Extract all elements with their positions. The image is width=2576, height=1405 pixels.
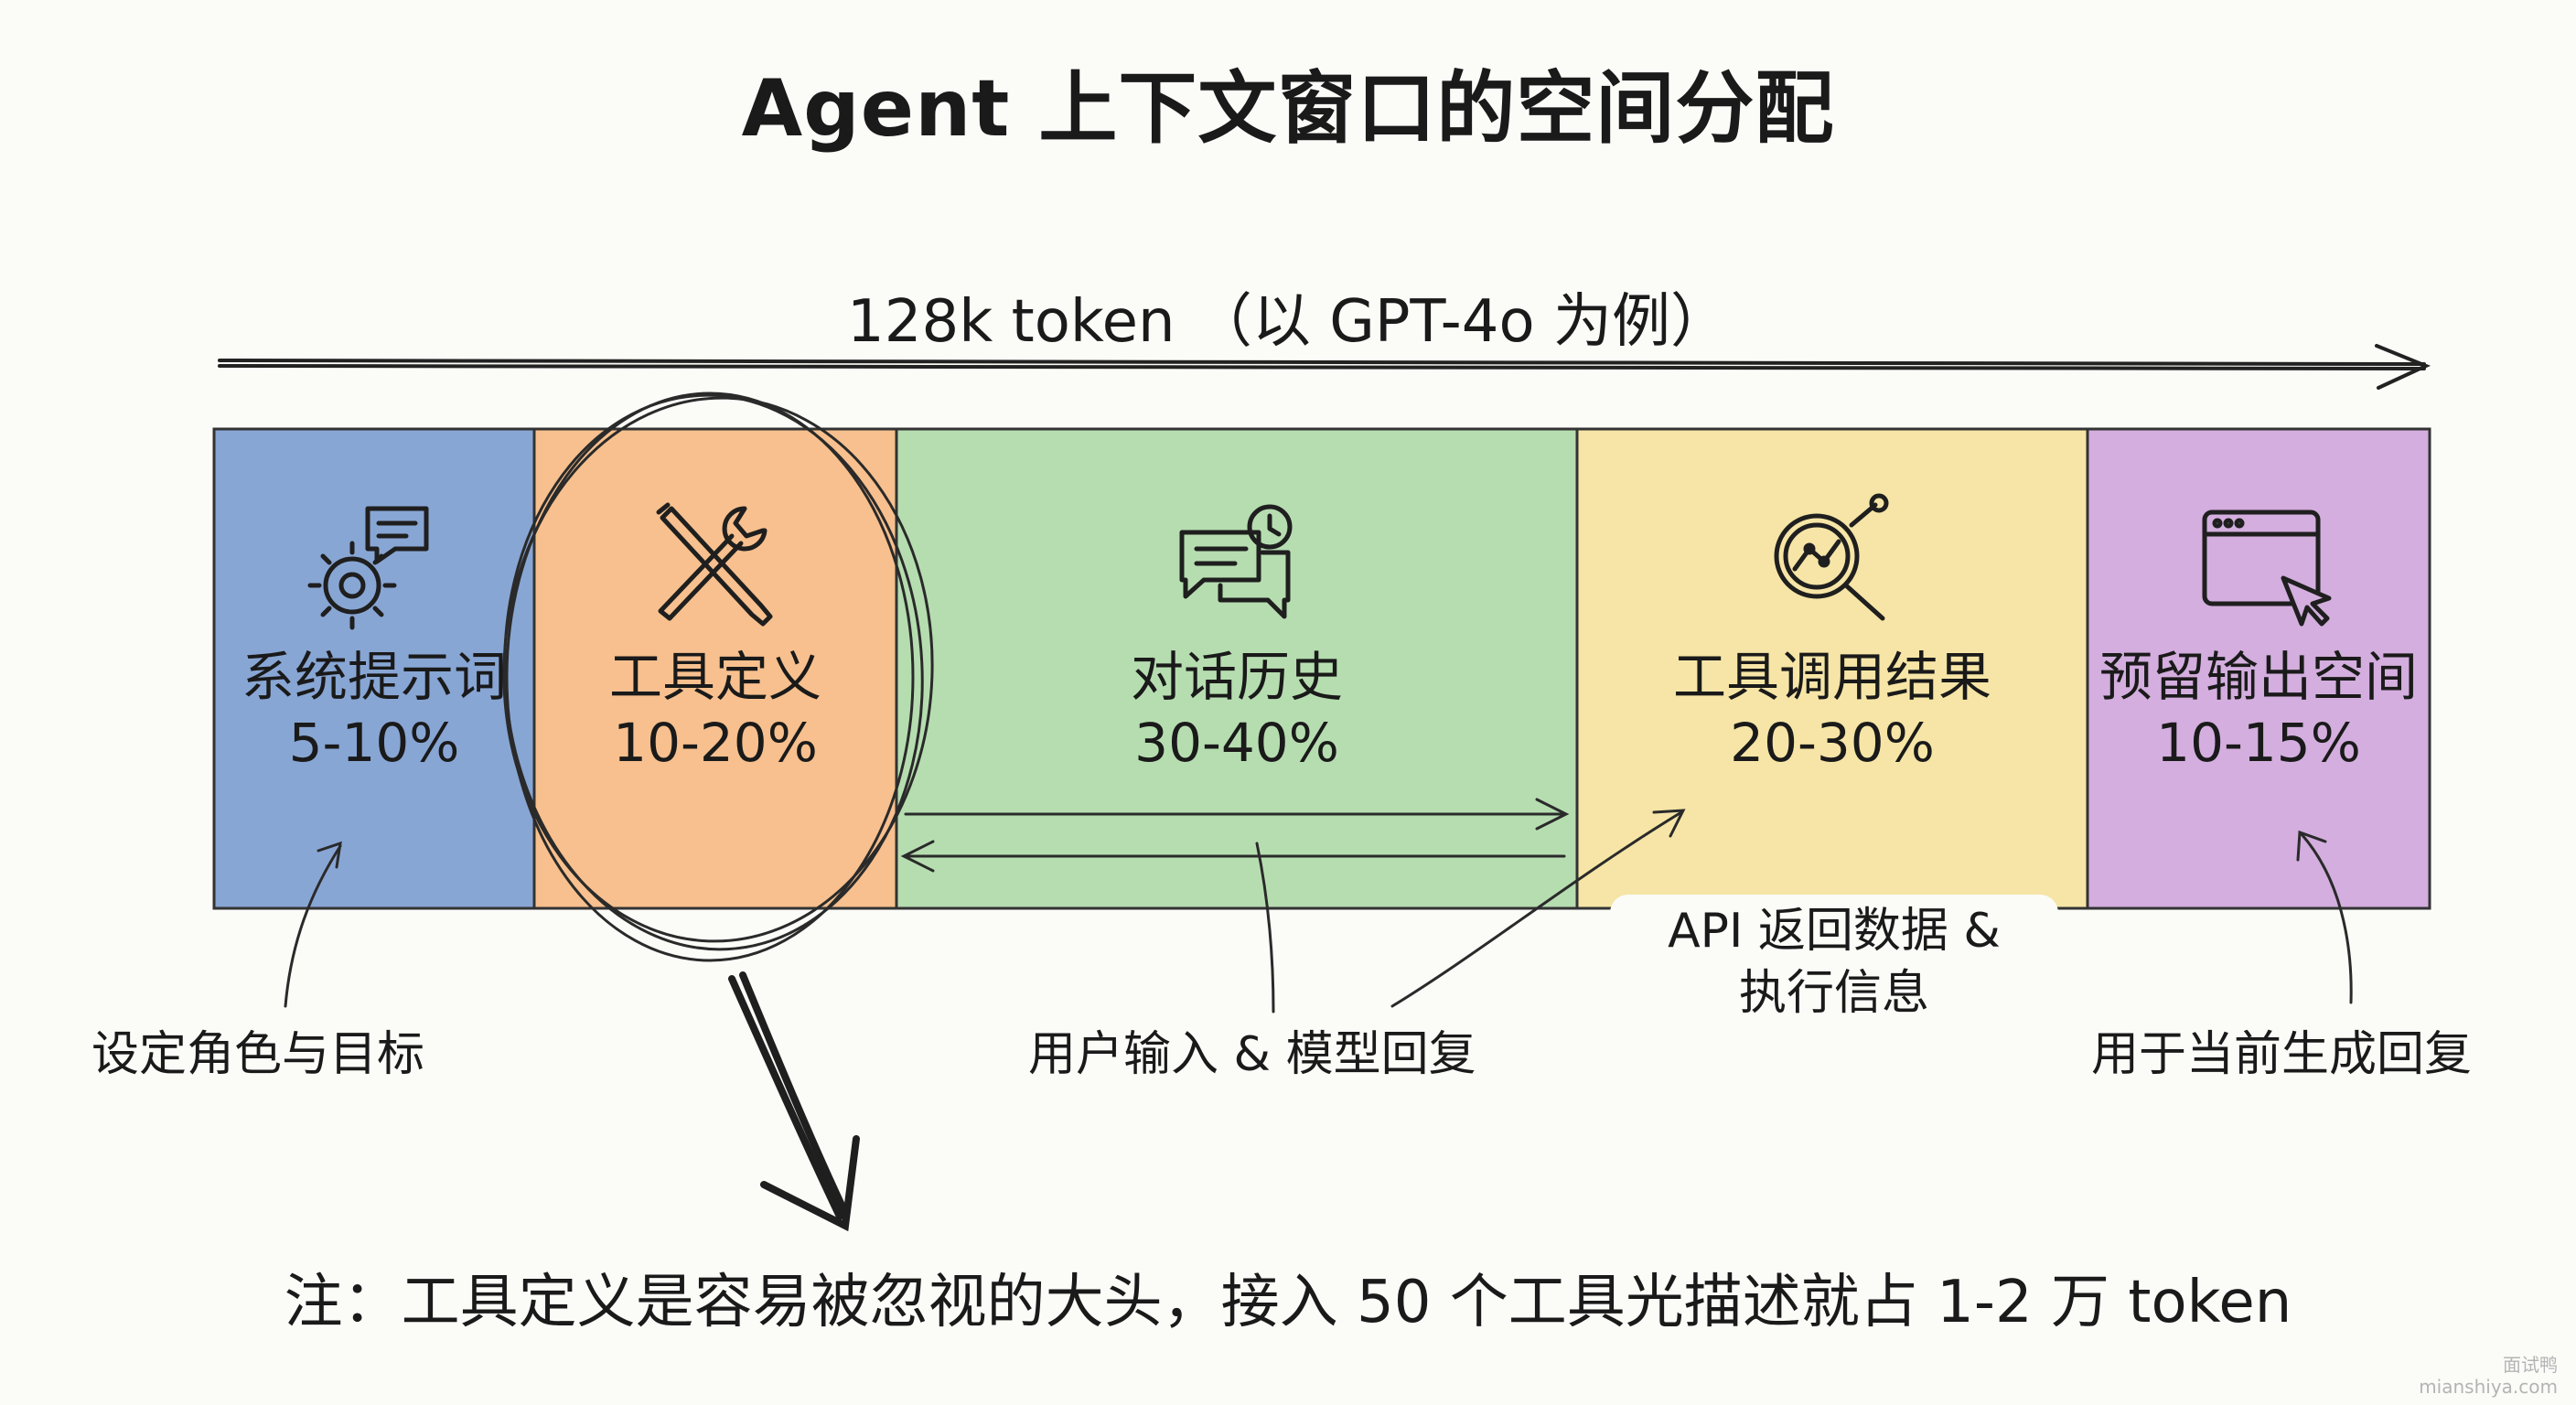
segment-name: 系统提示词 xyxy=(241,646,507,708)
segment-name: 工具调用结果 xyxy=(1672,646,1991,708)
callout-line: 执行信息 xyxy=(1738,966,1929,1021)
segment-label-system: 系统提示词 5-10% xyxy=(214,644,534,776)
callout-output: 用于当前生成回复 xyxy=(2091,1027,2473,1082)
browser-cursor-icon xyxy=(2202,509,2332,627)
history-double-arrow xyxy=(900,798,1570,873)
watermark-line: 面试鸭 xyxy=(2503,1354,2558,1376)
segment-percent: 10-15% xyxy=(2156,712,2361,774)
search-chart-icon xyxy=(1774,493,1889,621)
pointer-output xyxy=(2296,830,2353,1004)
pointer-system xyxy=(284,841,342,1008)
segment-label-output: 预留输出空间 10-15% xyxy=(2088,644,2430,776)
callout-history: 用户输入 & 模型回复 xyxy=(1028,1027,1476,1082)
segment-percent: 5-10% xyxy=(288,712,460,774)
callout-system: 设定角色与目标 xyxy=(91,1027,425,1082)
segment-percent: 30-40% xyxy=(1134,712,1339,774)
segment-percent: 10-20% xyxy=(613,712,818,774)
segment-name: 工具定义 xyxy=(608,646,821,708)
wrench-screwdriver-icon xyxy=(656,502,773,627)
emphasis-arrow xyxy=(728,971,860,1232)
segment-label-history: 对话历史 30-40% xyxy=(896,644,1577,776)
callout-tool-results: API 返回数据 & 执行信息 xyxy=(1610,895,2058,1030)
gear-chat-icon xyxy=(307,506,429,630)
segment-name: 预留输出空间 xyxy=(2098,646,2418,708)
callout-line: API 返回数据 & xyxy=(1668,904,2001,959)
pointer-history xyxy=(1255,842,1275,1014)
watermark: 面试鸭 mianshiya.com xyxy=(2419,1354,2558,1398)
page-title: Agent 上下文窗口的空间分配 xyxy=(741,63,1835,155)
segment-name: 对话历史 xyxy=(1130,646,1343,708)
chat-clock-icon xyxy=(1179,504,1293,619)
segment-label-tool-results: 工具调用结果 20-30% xyxy=(1577,644,2088,776)
segment-percent: 20-30% xyxy=(1730,712,1935,774)
footnote: 注：工具定义是容易被忽视的大头，接入 50 个工具光描述就占 1-2 万 tok… xyxy=(284,1269,2292,1336)
token-span-label: 128k token （以 GPT-4o 为例） xyxy=(847,288,1729,356)
segment-label-tools: 工具定义 10-20% xyxy=(534,644,896,776)
watermark-line: mianshiya.com xyxy=(2419,1376,2558,1398)
